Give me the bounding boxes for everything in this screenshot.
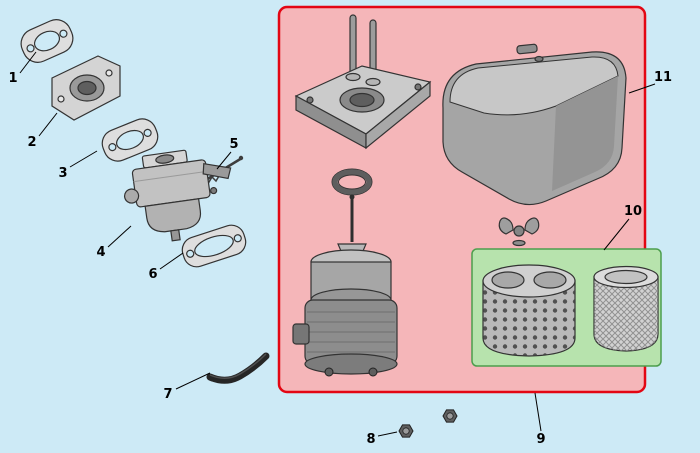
inner-filter-mesh <box>594 277 658 351</box>
gasket-lower-bore <box>194 234 234 258</box>
gasket-outer-bolt-hole <box>59 29 68 38</box>
stud-boss <box>345 72 361 82</box>
wing-nut-washer <box>512 239 526 247</box>
inner-filter-top-inner <box>604 269 648 285</box>
leader-line-3 <box>69 150 98 168</box>
part-label-2[interactable]: 2 <box>27 135 36 150</box>
part-label-10[interactable]: 10 <box>624 204 642 219</box>
leader-line-4 <box>107 225 132 248</box>
part-air-cleaner-base <box>294 14 432 150</box>
breather-tube-body <box>206 352 270 384</box>
carburetor-drain-bolt <box>170 229 181 242</box>
stud-boss <box>365 77 381 87</box>
carburetor-float-bowl <box>144 198 202 233</box>
wing-nut-left-wing <box>498 217 514 235</box>
gasket-mid-bore <box>116 129 144 151</box>
part-label-8[interactable]: 8 <box>366 432 375 447</box>
base-bolt-hole <box>414 83 422 91</box>
leader-line-11 <box>628 83 656 94</box>
case-outlet-port <box>292 323 310 345</box>
part-breather-tube <box>206 352 270 384</box>
insulator-bolt-hole <box>57 95 65 103</box>
part-label-6[interactable]: 6 <box>148 267 157 282</box>
part-filter-element-outer <box>482 264 576 357</box>
gasket-outer-bolt-hole <box>26 44 35 53</box>
flange-nut-bore <box>402 427 410 435</box>
carburetor-lever <box>202 162 232 180</box>
leader-line-5 <box>216 151 232 170</box>
base-opening <box>349 92 375 108</box>
seal-ring-inner-edge <box>338 174 366 190</box>
gasket-mid-bolt-hole <box>108 143 117 152</box>
wing-nut-right-wing <box>524 217 540 235</box>
gasket-mid-bolt-hole <box>143 128 152 137</box>
cover-latch <box>516 43 538 55</box>
rod-end <box>238 155 244 161</box>
part-label-1[interactable]: 1 <box>8 71 17 86</box>
part-label-5[interactable]: 5 <box>229 137 238 152</box>
part-air-cleaner-cover <box>442 43 627 206</box>
outer-filter-lobe <box>533 271 567 289</box>
flange-nut-bore <box>446 412 454 420</box>
leader-line-9 <box>534 392 542 432</box>
case-bolt <box>368 367 378 377</box>
carburetor-idle-screw <box>210 186 218 195</box>
case-ribs <box>307 311 395 353</box>
leader-line-7 <box>175 372 211 390</box>
seal-ring-body <box>332 169 372 195</box>
leader-line-6 <box>159 252 184 270</box>
breather-tube-highlight <box>209 353 267 379</box>
part-insulator <box>51 55 121 121</box>
part-filter-element-inner <box>593 265 659 352</box>
cover-latch-pin <box>534 55 544 63</box>
carburetor-fuel-inlet <box>123 188 140 204</box>
part-label-9[interactable]: 9 <box>536 432 545 447</box>
insulator-bore <box>77 80 97 96</box>
outer-filter-lobe <box>491 271 525 289</box>
case-bottom-rim <box>304 353 398 375</box>
wing-nut-hub <box>513 225 525 237</box>
part-label-4[interactable]: 4 <box>96 245 105 260</box>
part-gasket-mid <box>101 118 159 162</box>
base-bolt-hole <box>306 96 314 104</box>
gasket-outer-bore <box>33 30 61 52</box>
part-label-3[interactable]: 3 <box>58 166 67 181</box>
part-gasket-lower <box>181 224 247 268</box>
insulator-bolt-hole <box>105 69 113 77</box>
part-labels: 1 2 3 4 5 6 7 8 9 10 11 <box>8 70 672 447</box>
case-stud-tip <box>349 194 355 200</box>
leader-line-1 <box>19 51 37 74</box>
carburetor-throat <box>155 154 175 164</box>
leader-lines <box>19 51 656 437</box>
gasket-lower-bolt-hole <box>186 249 195 258</box>
outer-filter-perforations <box>483 281 575 356</box>
cover-top-face <box>449 56 619 116</box>
part-flange-nuts <box>398 409 458 438</box>
part-air-cleaner-case <box>292 194 398 377</box>
leader-line-10 <box>603 218 630 251</box>
leader-line-2 <box>38 112 58 137</box>
part-label-7[interactable]: 7 <box>163 387 172 402</box>
base-stud <box>349 14 357 76</box>
part-wing-nut <box>498 217 540 247</box>
case-bolt <box>324 367 334 377</box>
part-gasket-outer <box>20 19 74 63</box>
leader-line-8 <box>377 431 398 437</box>
gasket-lower-bolt-hole <box>233 234 242 243</box>
part-carburetor <box>123 149 232 242</box>
carburetor-body-line <box>133 170 207 183</box>
cover-side-shade <box>552 76 618 191</box>
part-label-11[interactable]: 11 <box>654 70 672 85</box>
base-side-face <box>365 80 431 150</box>
